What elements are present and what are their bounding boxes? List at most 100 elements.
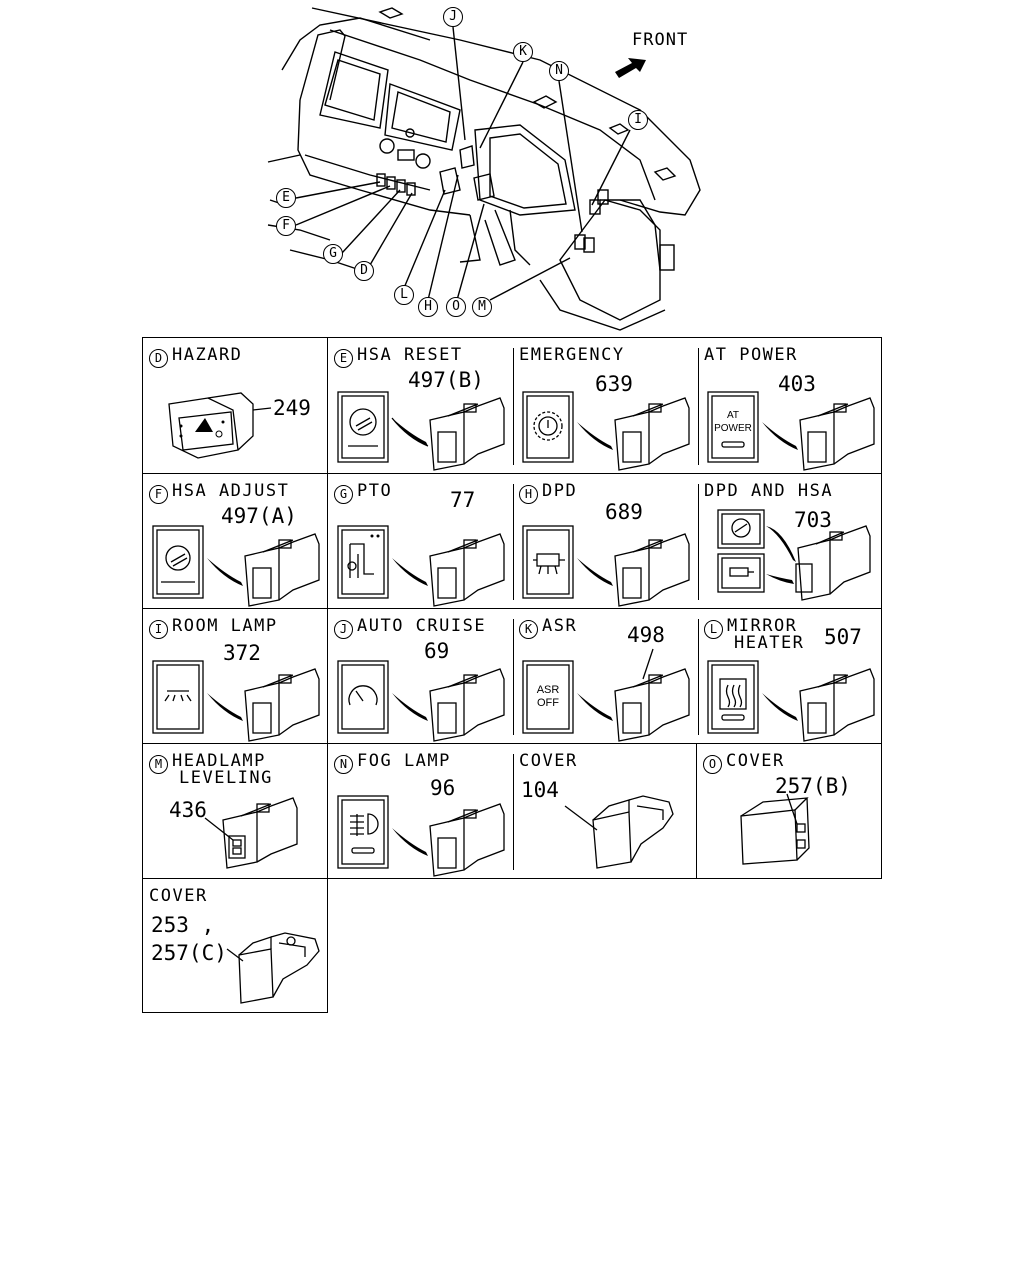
mirror-heater-switch-icon <box>707 660 875 742</box>
part-number: 497(B) <box>408 368 484 392</box>
letter-badge: H <box>519 485 538 504</box>
part-number: 498 <box>627 623 665 647</box>
callout-i: I <box>628 110 648 130</box>
part-number: 69 <box>424 639 450 663</box>
auto-cruise-switch-icon <box>337 660 505 742</box>
letter-badge: D <box>149 349 168 368</box>
letter-badge: E <box>334 349 353 368</box>
callout-l: L <box>394 285 414 305</box>
callout-n: N <box>549 61 569 81</box>
hazard-switch-icon <box>168 392 272 459</box>
divider <box>513 348 514 465</box>
label-text: MIRROR <box>727 616 798 636</box>
callout-j: J <box>443 7 463 27</box>
label-text: HSA RESET <box>357 345 463 365</box>
divider <box>513 754 514 870</box>
letter-badge: N <box>334 755 353 774</box>
letter-badge: L <box>704 620 723 639</box>
cover-257b-icon <box>740 793 810 865</box>
hsa-adjust-switch-icon <box>152 525 320 607</box>
cell-label: COVER <box>519 751 578 771</box>
part-number: 253 , <box>151 913 215 937</box>
dpd-switch-icon <box>522 525 690 607</box>
fog-lamp-switch-icon <box>337 795 505 877</box>
label-line-2: HEATER <box>734 633 805 653</box>
divider <box>698 484 699 600</box>
room-lamp-switch-icon <box>152 660 320 742</box>
at-power-switch-icon: AT POWER <box>707 391 875 471</box>
cell-label: DPD AND HSA <box>704 481 834 501</box>
cell-cover-104: COVER 104 <box>513 744 698 880</box>
callout-g: G <box>323 244 343 264</box>
letter-badge: F <box>149 485 168 504</box>
letter-badge: J <box>334 620 353 639</box>
cell-at-power: AT POWER 403 AT POWER <box>698 338 883 475</box>
label-text: HSA ADJUST <box>172 481 290 501</box>
icon-text: OFF <box>537 697 559 709</box>
cell-label: EMERGENCY <box>519 345 625 365</box>
label-text: HEADLAMP <box>172 751 266 771</box>
divider <box>698 619 699 735</box>
callout-k: K <box>513 42 533 62</box>
label-text: FOG LAMP <box>357 751 451 771</box>
callout-f: F <box>276 216 296 236</box>
part-number: 507 <box>824 625 862 649</box>
icon-text: POWER <box>714 423 752 434</box>
part-number: 436 <box>169 798 207 822</box>
cell-emergency: EMERGENCY 639 <box>513 338 698 475</box>
callout-o: O <box>446 297 466 317</box>
label-text: COVER <box>726 751 785 771</box>
label-text: HAZARD <box>172 345 243 365</box>
hsa-reset-switch-icon <box>337 391 505 471</box>
letter-badge: I <box>149 620 168 639</box>
emergency-switch-icon <box>522 391 690 471</box>
callout-m: M <box>472 297 492 317</box>
divider <box>513 484 514 600</box>
cell-dpd-and-hsa: DPD AND HSA 703 <box>698 474 883 610</box>
part-number: 689 <box>605 500 643 524</box>
part-number: 104 <box>521 778 559 802</box>
label-text: ASR <box>542 616 578 636</box>
cover-253-icon <box>226 932 320 1004</box>
callout-d: D <box>354 261 374 281</box>
part-number: 497(A) <box>221 504 297 528</box>
divider <box>513 619 514 735</box>
part-number-2: 257(C) <box>151 941 227 965</box>
letter-badge: M <box>149 755 168 774</box>
cell-label: COVER <box>149 886 208 906</box>
letter-badge: K <box>519 620 538 639</box>
icon-text: AT <box>727 410 739 421</box>
part-number: 403 <box>778 372 816 396</box>
part-number: 639 <box>595 372 633 396</box>
cell-cover-253: COVER 253 , 257(C) <box>142 878 328 1013</box>
callout-e: E <box>276 188 296 208</box>
label-text: AUTO CRUISE <box>357 616 487 636</box>
cell-label: AT POWER <box>704 345 798 365</box>
label-text: ROOM LAMP <box>172 616 278 636</box>
letter-badge: O <box>703 755 722 774</box>
letter-badge: G <box>334 485 353 504</box>
dpd-hsa-switch-icon <box>717 509 871 601</box>
part-number: 372 <box>223 641 261 665</box>
